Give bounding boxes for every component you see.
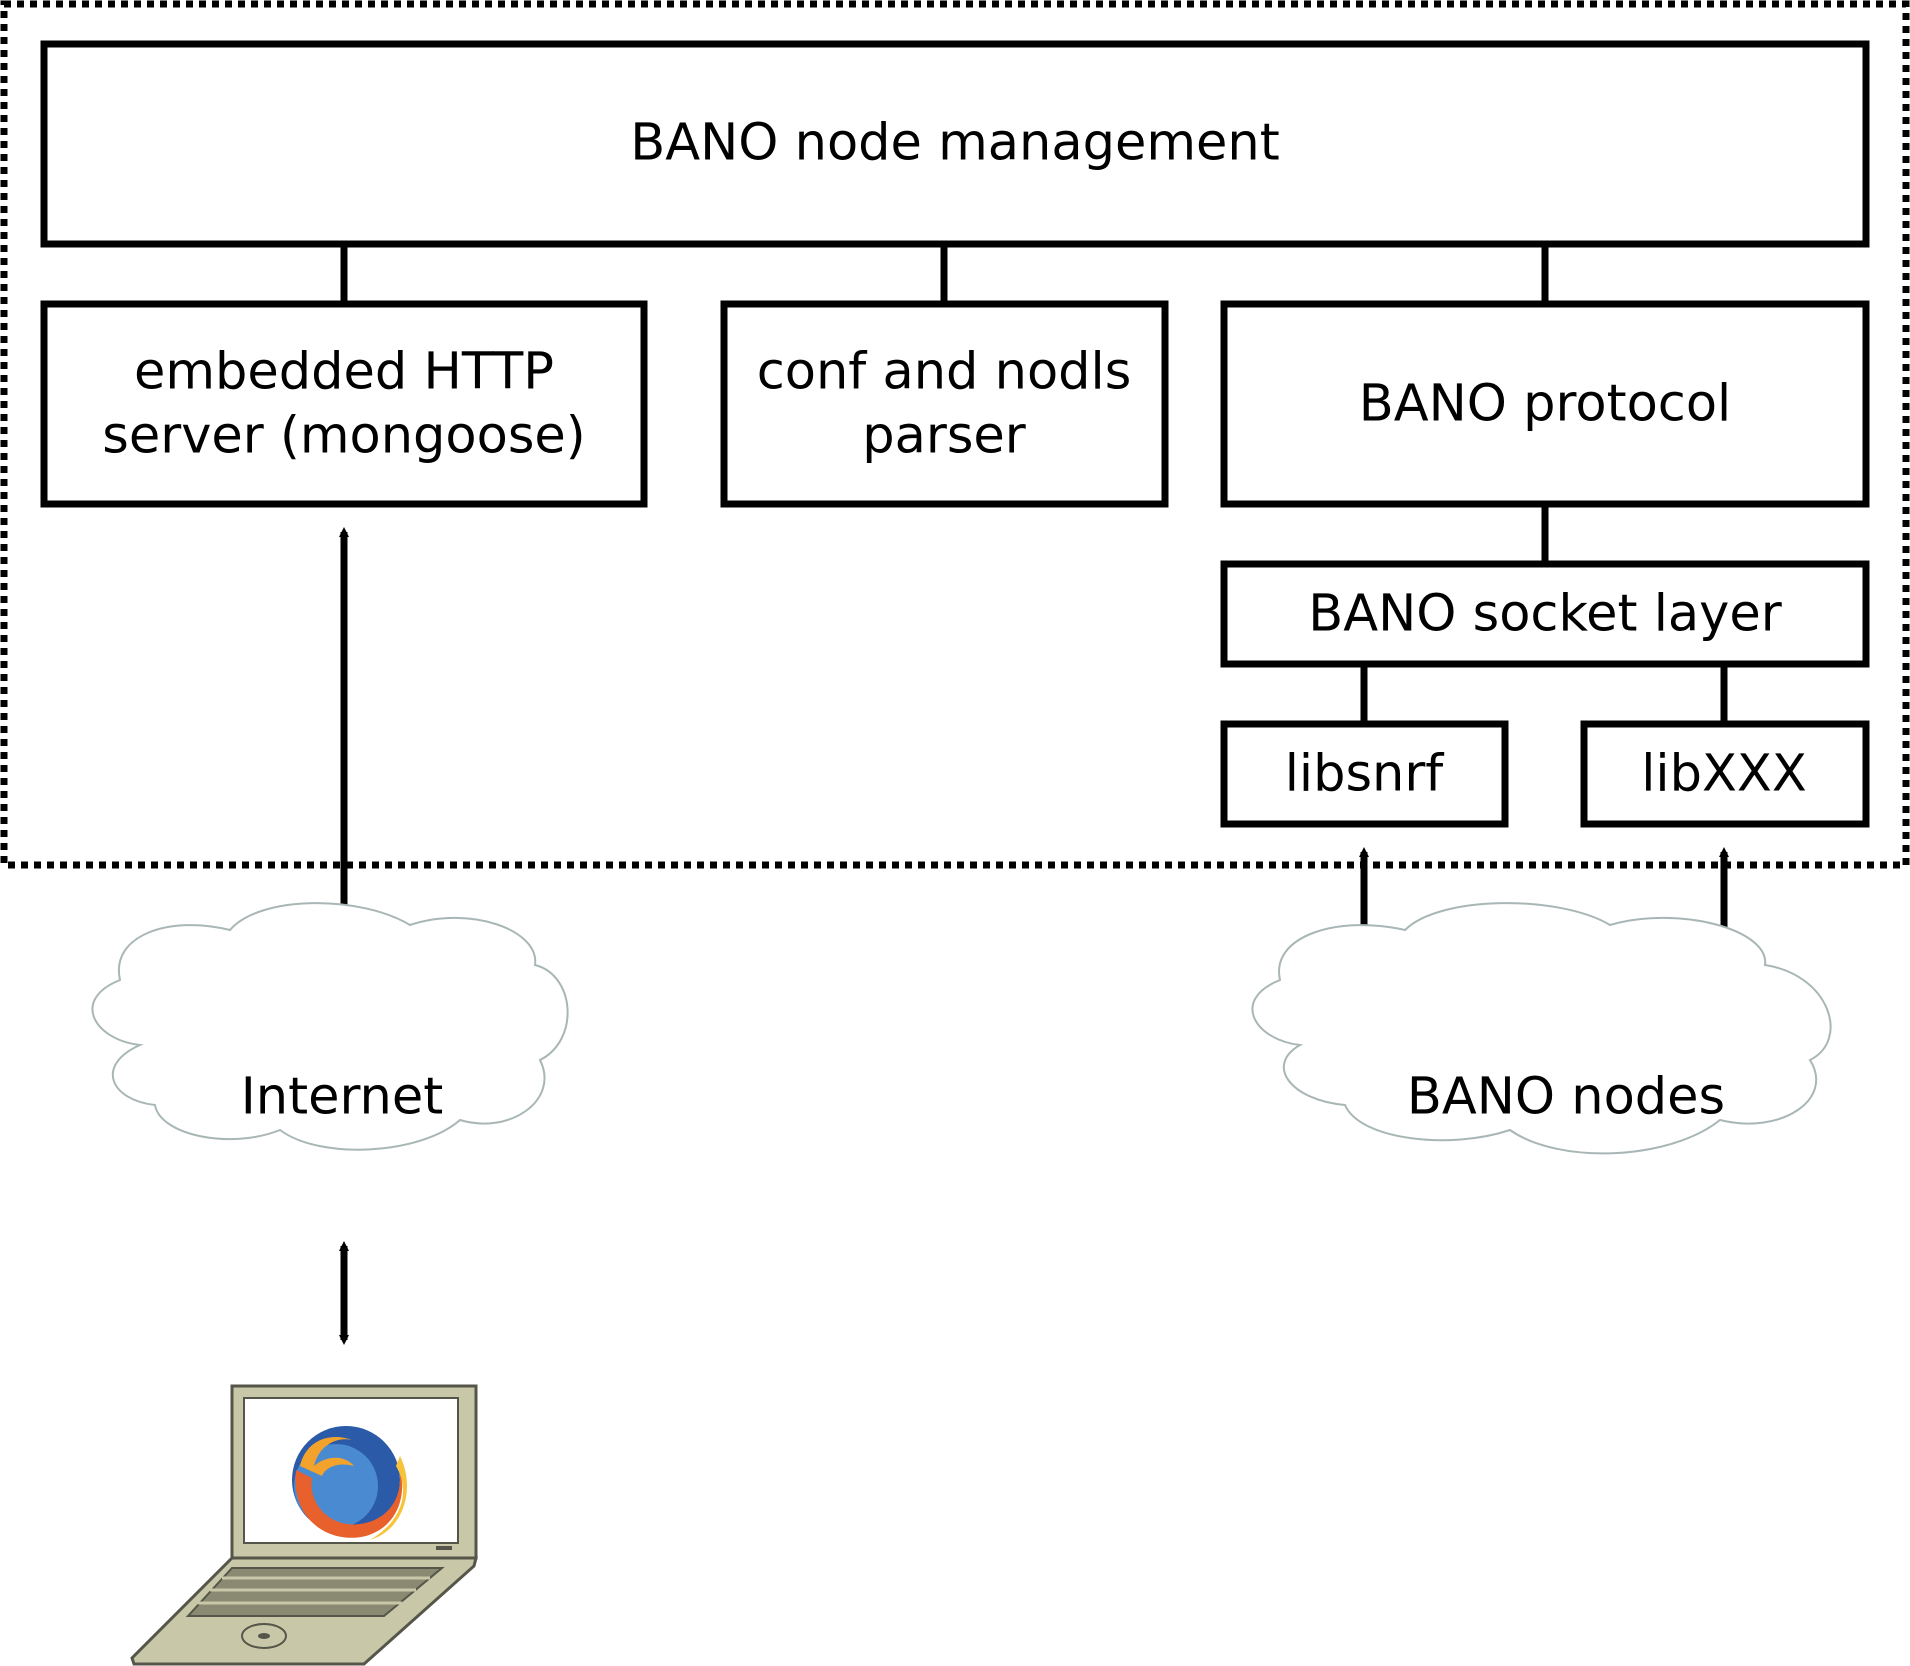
- laptop-icon: [130, 1384, 478, 1666]
- socket-layer-label: BANO socket layer: [1308, 585, 1781, 644]
- libxxx-label: libXXX: [1641, 745, 1807, 804]
- box-socket-layer: BANO socket layer: [1220, 560, 1870, 668]
- box-http-server: embedded HTTP server (mongoose): [40, 300, 648, 508]
- box-conf-parser: conf and nodls parser: [720, 300, 1169, 508]
- conf-parser-label-line-1: conf and nodls: [757, 343, 1132, 402]
- internet-label: Internet: [241, 1068, 444, 1127]
- box-libxxx: libXXX: [1580, 720, 1870, 828]
- libsnrf-label: libsnrf: [1285, 745, 1445, 804]
- firefox-logo-icon: [292, 1426, 408, 1540]
- http-server-label-line-1: embedded HTTP: [134, 343, 554, 402]
- box-node-management: BANO node management: [40, 40, 1870, 248]
- cloud-bano-nodes: BANO nodes: [1251, 902, 1832, 1155]
- conf-parser-label-line-2: parser: [862, 407, 1026, 466]
- box-libsnrf: libsnrf: [1220, 720, 1509, 828]
- bano-nodes-label: BANO nodes: [1407, 1068, 1725, 1127]
- node-management-label: BANO node management: [630, 114, 1280, 173]
- box-protocol: BANO protocol: [1220, 300, 1870, 508]
- http-server-label-line-2: server (mongoose): [102, 407, 585, 466]
- protocol-label: BANO protocol: [1359, 375, 1731, 434]
- system-boundary: [0, 0, 1910, 869]
- connector-lines: [340, 244, 1728, 724]
- cloud-internet: Internet: [91, 902, 569, 1151]
